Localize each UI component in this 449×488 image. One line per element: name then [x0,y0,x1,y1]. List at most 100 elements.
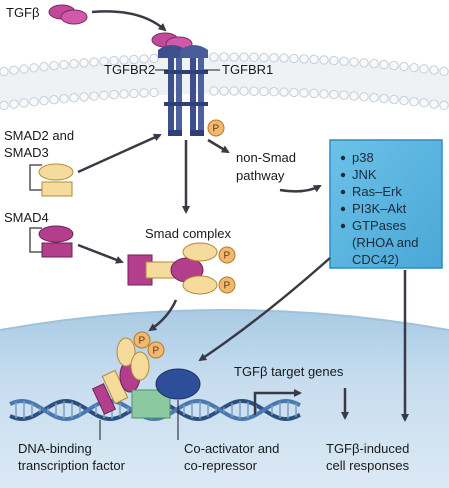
lipid-head [249,86,259,96]
lipid-head [439,100,449,111]
smad23-label-line2: SMAD3 [4,145,49,160]
lipid-head [59,59,69,70]
box-item: Ras–Erk [352,184,402,199]
target-genes-label: TGFβ target genes [234,364,344,379]
smad23-label-line1: SMAD2 and [4,128,74,143]
box-bullet [340,189,346,195]
lipid-head [419,64,429,74]
lipid-head [29,97,39,107]
receptor-complex: P [151,32,225,137]
lipid-head [129,54,139,65]
receptor-phospho [207,119,225,137]
dna-binding-label-line1: DNA-binding [18,441,92,456]
lipid-head [119,55,129,65]
lipid-head [279,53,289,63]
lipid-head [219,86,229,96]
lipid-head [89,57,99,67]
lipid-head [119,89,129,99]
lipid-head [399,95,409,106]
box-to-cofactor-arrow [198,257,331,362]
non-smad-arrow [207,138,230,154]
box-bullet [340,172,346,178]
lipid-head [329,89,339,100]
lipid-head [229,86,239,96]
smad4-protein [29,225,74,258]
lipid-head [319,89,329,99]
lipid-head [109,89,119,100]
lipid-head [49,60,59,71]
lipid-head [409,96,419,107]
nucleus [0,309,449,488]
lipid-head [69,93,79,103]
smad23-protein [29,163,74,197]
lipid-head [419,98,429,108]
smad4-label: SMAD4 [4,210,49,225]
lipid-head [269,87,279,97]
lipid-head [289,53,299,64]
lipid-head [309,88,319,99]
lipid-head [229,52,239,62]
lipid-head [339,56,349,66]
lipid-head [339,90,349,100]
lipid-head [9,65,19,75]
lipid-head [209,86,219,96]
lipid-head [359,58,369,68]
lipid-head [239,52,249,62]
tgfbr2-label: TGFBR2 [104,62,155,77]
lipid-head [279,87,289,97]
lipid-head [219,52,229,62]
lipid-head [369,92,379,103]
box-item: (RHOA and [352,235,418,250]
lipid-head [299,88,309,98]
to-box-arrow [279,184,322,193]
lipid-head [9,99,19,109]
lipid-head [49,94,59,105]
responses-label-line1: TGFβ-induced [326,441,409,456]
box-item: p38 [352,150,374,165]
lipid-head [389,94,399,105]
lipid-head [329,55,339,66]
lipid-head [319,55,329,65]
box-bullet [340,155,346,161]
complex-phospho-1-label: P [224,251,231,262]
lipid-head [0,66,9,77]
box-bullet [340,223,346,229]
lipid-head [99,90,109,101]
lipid-head [379,59,389,70]
lipid-head [89,91,99,101]
nuclear-phospho-1-label: P [139,336,146,347]
lipid-head [0,100,9,111]
transcription-arrow [253,389,302,415]
smad23-recruit-arrow [77,133,162,174]
lipid-head [109,55,119,66]
lipid-head [439,66,449,77]
receptor-phospho-label: P [213,124,220,135]
lipid-head [79,58,89,68]
lipid-head [39,95,49,106]
nuclear-entry-arrow [148,299,178,332]
lipid-head [399,61,409,72]
lipid-head [289,87,299,98]
lipid-head [369,58,379,69]
lipid-head [269,53,279,63]
nuclear-smad-complex: P P [91,331,201,419]
lipid-head [99,56,109,67]
box-item: GTPases [352,218,407,233]
lipid-head [149,87,159,98]
non-smad-label-line1: non-Smad [236,150,296,165]
lipid-head [409,62,419,73]
non-smad-label-line2: pathway [236,168,285,183]
coactivator-label-line2: co-repressor [184,458,258,473]
lipid-head [239,86,249,96]
cell-membrane [0,52,449,111]
coactivator-label-line1: Co-activator and [184,441,279,456]
box-bullet [340,206,346,212]
lipid-head [59,93,69,104]
ligand-binding-arrow [91,10,167,32]
lipid-head [69,59,79,69]
lipid-head [139,54,149,64]
tgfbr1-label: TGFBR1 [222,62,273,77]
lipid-head [389,60,399,71]
